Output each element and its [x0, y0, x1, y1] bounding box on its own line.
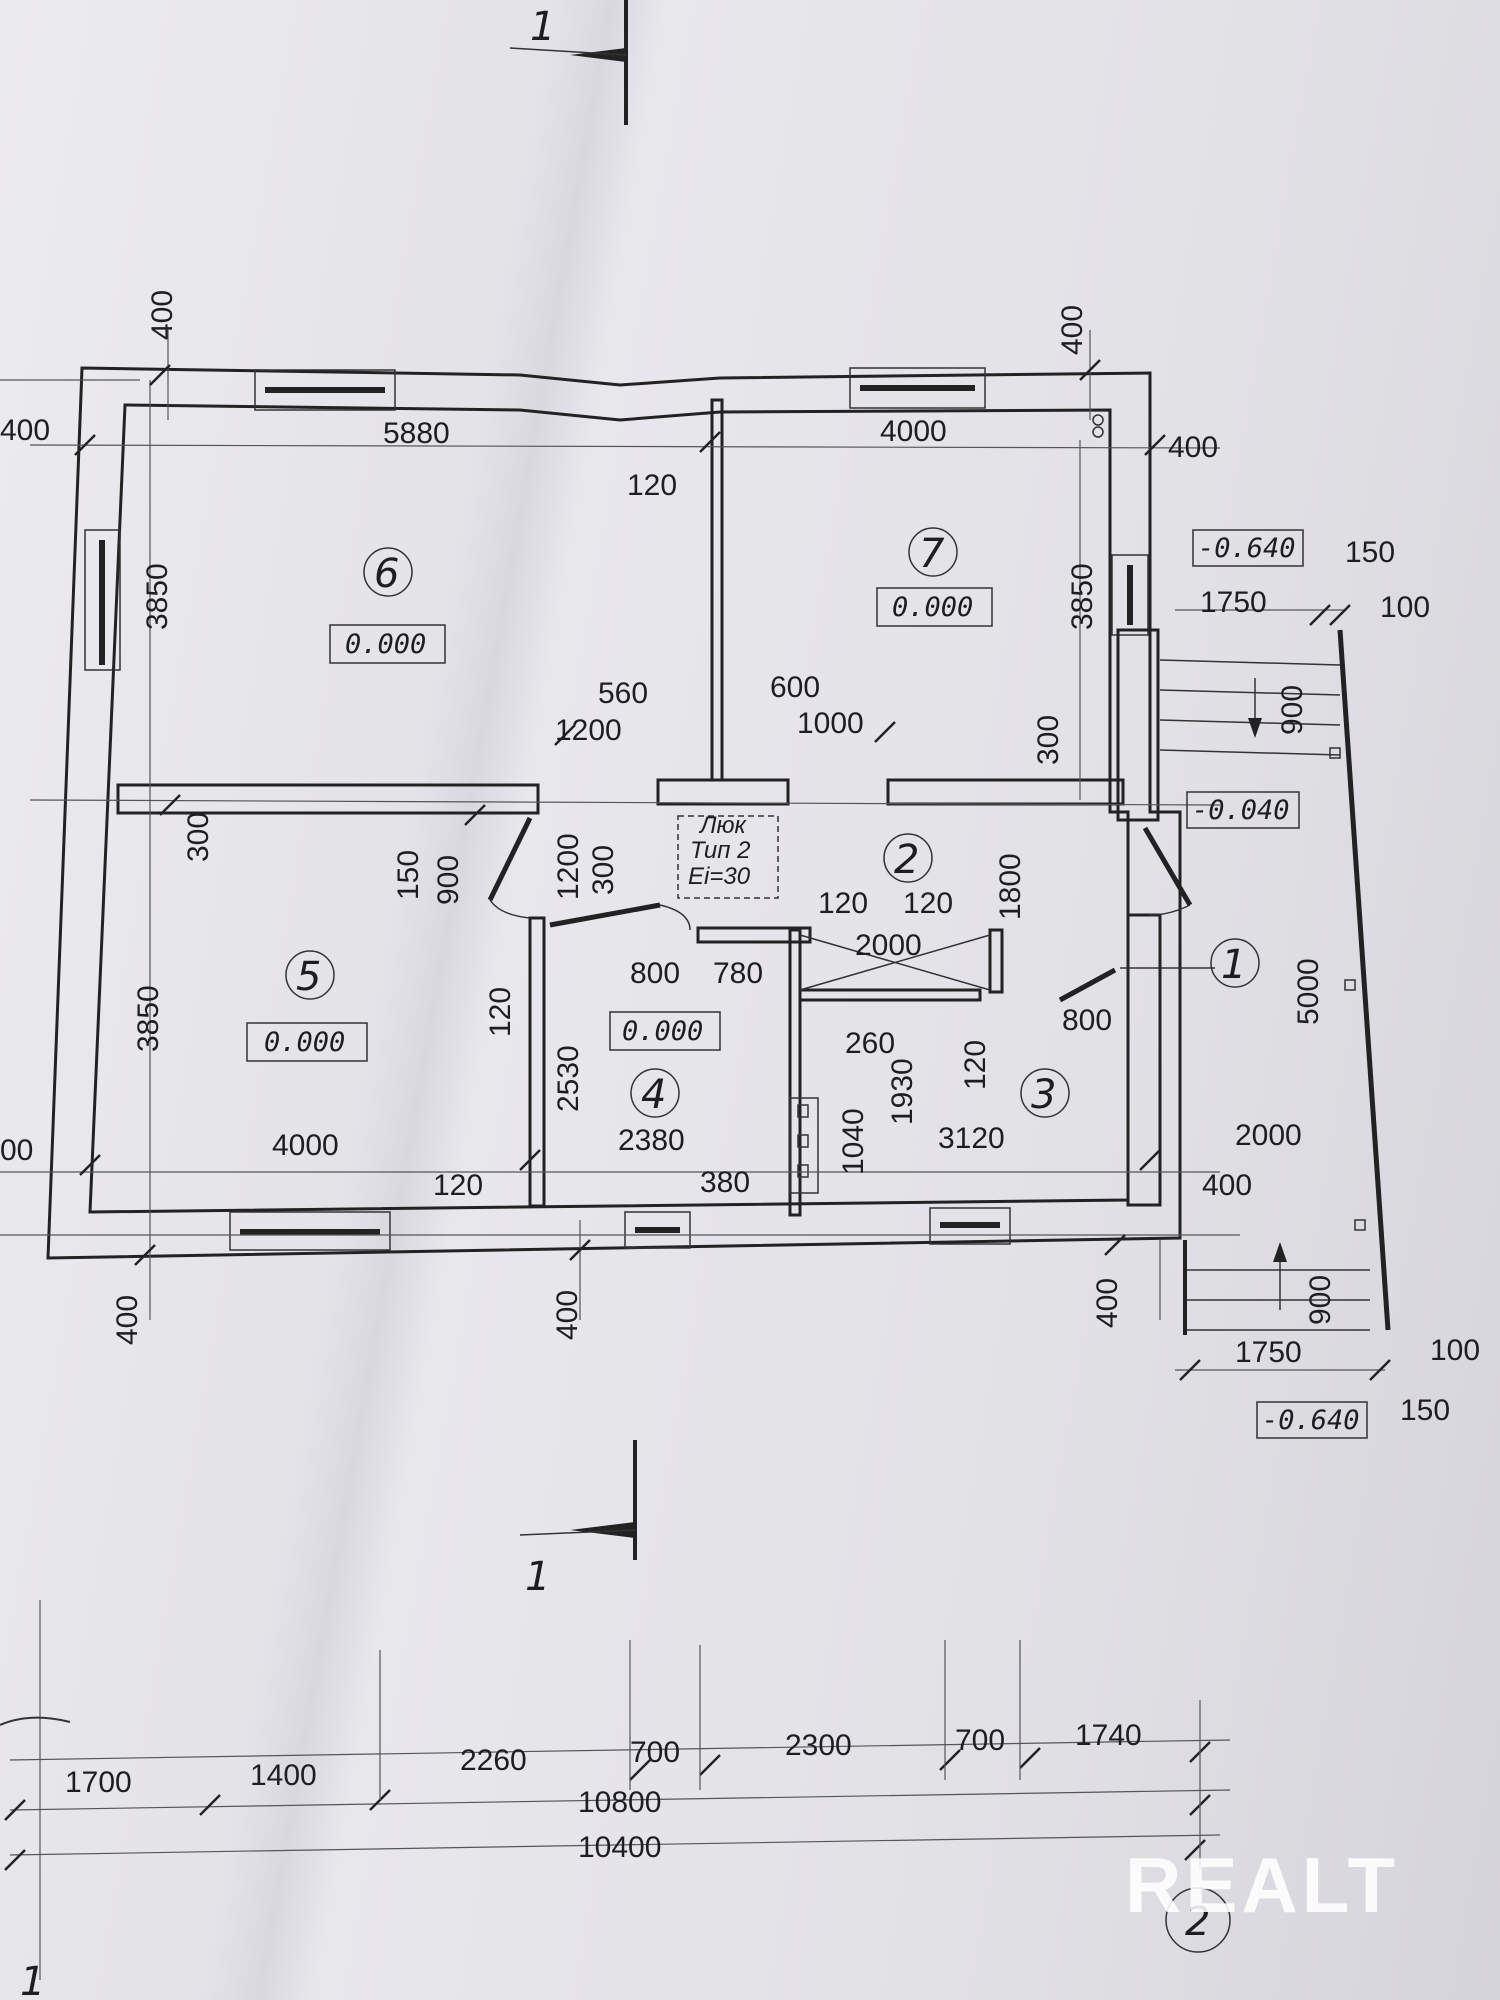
- dim-partition-120: 120: [627, 469, 677, 502]
- dim-120-v2: 120: [959, 1040, 992, 1090]
- chain-1700: 1700: [65, 1766, 132, 1799]
- porch-levels: -0.640 -0.040 -0.640: [1186, 529, 1368, 1439]
- dim-380: 380: [700, 1166, 750, 1199]
- dim-porch-100-bottom: 100: [1430, 1334, 1480, 1367]
- dim-porch-900-bottom: 900: [1304, 1275, 1337, 1325]
- dim-bottom-right-400: 400: [1091, 1278, 1124, 1328]
- dim-porch-150-top: 150: [1345, 536, 1395, 569]
- axis-mark-1: 1: [20, 1959, 45, 2000]
- dim-2000: 2000: [855, 929, 922, 962]
- total-10800: 10800: [578, 1786, 661, 1819]
- dim-room7-height: 3850: [1066, 563, 1099, 630]
- chain-2260: 2260: [460, 1744, 527, 1777]
- room-3-number: 3: [1031, 1072, 1056, 1118]
- dim-room7-width: 4000: [880, 415, 947, 448]
- room-7-level: 0.000: [892, 592, 973, 623]
- dim-left-edge-00: 00: [0, 1134, 33, 1167]
- room-4-level: 0.000: [622, 1016, 703, 1047]
- room-6-number: 6: [374, 551, 399, 597]
- windows: [84, 367, 1149, 1251]
- room-5-number: 5: [296, 954, 321, 1000]
- doors: [487, 816, 1193, 1003]
- chain-700-b: 700: [955, 1724, 1005, 1757]
- dim-porch-2000: 2000: [1235, 1119, 1302, 1152]
- room-labels: 6 0.000 7 0.000 5 0.000 2 4 0.000 3 1: [246, 527, 1260, 1118]
- total-10400: 10400: [578, 1831, 661, 1864]
- dim-room5-height: 3850: [132, 985, 165, 1052]
- room-6-level: 0.000: [345, 629, 426, 660]
- chain-1400: 1400: [250, 1759, 317, 1792]
- level-porch-mid: -0.040: [1192, 795, 1290, 826]
- dim-porch-400: 400: [1202, 1169, 1252, 1202]
- hatch-label-1: Люк: [698, 812, 748, 839]
- room-4-number: 4: [641, 1072, 666, 1118]
- dim-bottom-mid-400: 400: [551, 1290, 584, 1340]
- dim-300-v: 300: [587, 845, 620, 895]
- dim-porch-100-top: 100: [1380, 591, 1430, 624]
- dim-900: 900: [432, 855, 465, 905]
- axis-mark-2: 2: [1185, 1899, 1210, 1945]
- section-mark-top-label: 1: [530, 4, 555, 50]
- dim-porch-900-top: 900: [1276, 685, 1309, 735]
- dim-260: 260: [845, 1027, 895, 1060]
- dim-1200-v: 1200: [552, 833, 585, 900]
- dim-porch-150-bottom: 150: [1400, 1394, 1450, 1427]
- outer-walls: [46, 366, 1182, 1260]
- bottom-dimension-chain: 1700 1400 2260 700 2300 700 1740 10800 1…: [0, 1600, 1201, 1980]
- dim-120-a: 120: [818, 887, 868, 920]
- watermark-logo: REALT: [1125, 1841, 1400, 1929]
- dimension-lines: [0, 330, 1391, 1871]
- dim-800: 800: [630, 957, 680, 990]
- dim-room5-width: 4000: [272, 1129, 339, 1162]
- dim-left-wall-top: 400: [0, 414, 50, 447]
- dimension-texts: 400 400 400 400 5880 4000 120 3850 3850 …: [0, 290, 1480, 1427]
- room-7-number: 7: [919, 531, 945, 577]
- dim-room2-height: 1800: [994, 853, 1027, 920]
- level-porch-bottom: -0.640: [1262, 1405, 1360, 1436]
- dim-right-wall-top: 400: [1168, 431, 1218, 464]
- dim-800-right: 800: [1062, 1004, 1112, 1037]
- dim-top-wall-right: 400: [1056, 305, 1089, 355]
- room-5-level: 0.000: [264, 1027, 345, 1058]
- dim-120-b: 120: [903, 887, 953, 920]
- dim-1040: 1040: [837, 1108, 870, 1175]
- level-porch-top: -0.640: [1198, 533, 1296, 564]
- dim-2380: 2380: [618, 1124, 685, 1157]
- dim-porch-5000: 5000: [1292, 958, 1325, 1025]
- dim-120-v: 120: [484, 987, 517, 1037]
- section-mark-top: 1: [509, 0, 628, 125]
- dim-300-right: 300: [1032, 715, 1065, 765]
- dim-560: 560: [598, 677, 648, 710]
- section-mark-bottom: 1: [519, 1440, 637, 1600]
- axis-marks: 2 1: [20, 1887, 1231, 2000]
- dim-bottom-left-400: 400: [111, 1295, 144, 1345]
- dim-porch-1750-top: 1750: [1200, 586, 1267, 619]
- chain-1740: 1740: [1075, 1719, 1142, 1752]
- dim-top-wall-left: 400: [146, 290, 179, 340]
- room-2-number: 2: [894, 837, 919, 883]
- dim-room5-top-300: 300: [182, 812, 215, 862]
- dim-600: 600: [770, 671, 820, 704]
- chain-700-a: 700: [630, 1736, 680, 1769]
- section-mark-bottom-label: 1: [525, 1554, 550, 1600]
- dim-1200: 1200: [555, 714, 622, 747]
- dim-porch-1750-bottom: 1750: [1235, 1336, 1302, 1369]
- dim-3120: 3120: [938, 1122, 1005, 1155]
- room-1-number: 1: [1221, 942, 1246, 988]
- dim-room6-width: 5880: [383, 417, 450, 450]
- hatch-label-2: Тип 2: [690, 837, 750, 864]
- dim-120-bottom: 120: [433, 1169, 483, 1202]
- hatch-label-3: Ei=30: [688, 863, 751, 890]
- dim-2530: 2530: [552, 1045, 585, 1112]
- chain-2300: 2300: [785, 1729, 852, 1762]
- interior-walls: [116, 398, 1162, 1217]
- dim-1930: 1930: [886, 1058, 919, 1125]
- dim-room6-height: 3850: [141, 563, 174, 630]
- dim-780: 780: [713, 957, 763, 990]
- hatch: Люк Тип 2 Ei=30: [677, 812, 779, 899]
- dim-150: 150: [392, 850, 425, 900]
- porch: [1120, 629, 1391, 1335]
- dim-1000: 1000: [797, 707, 864, 740]
